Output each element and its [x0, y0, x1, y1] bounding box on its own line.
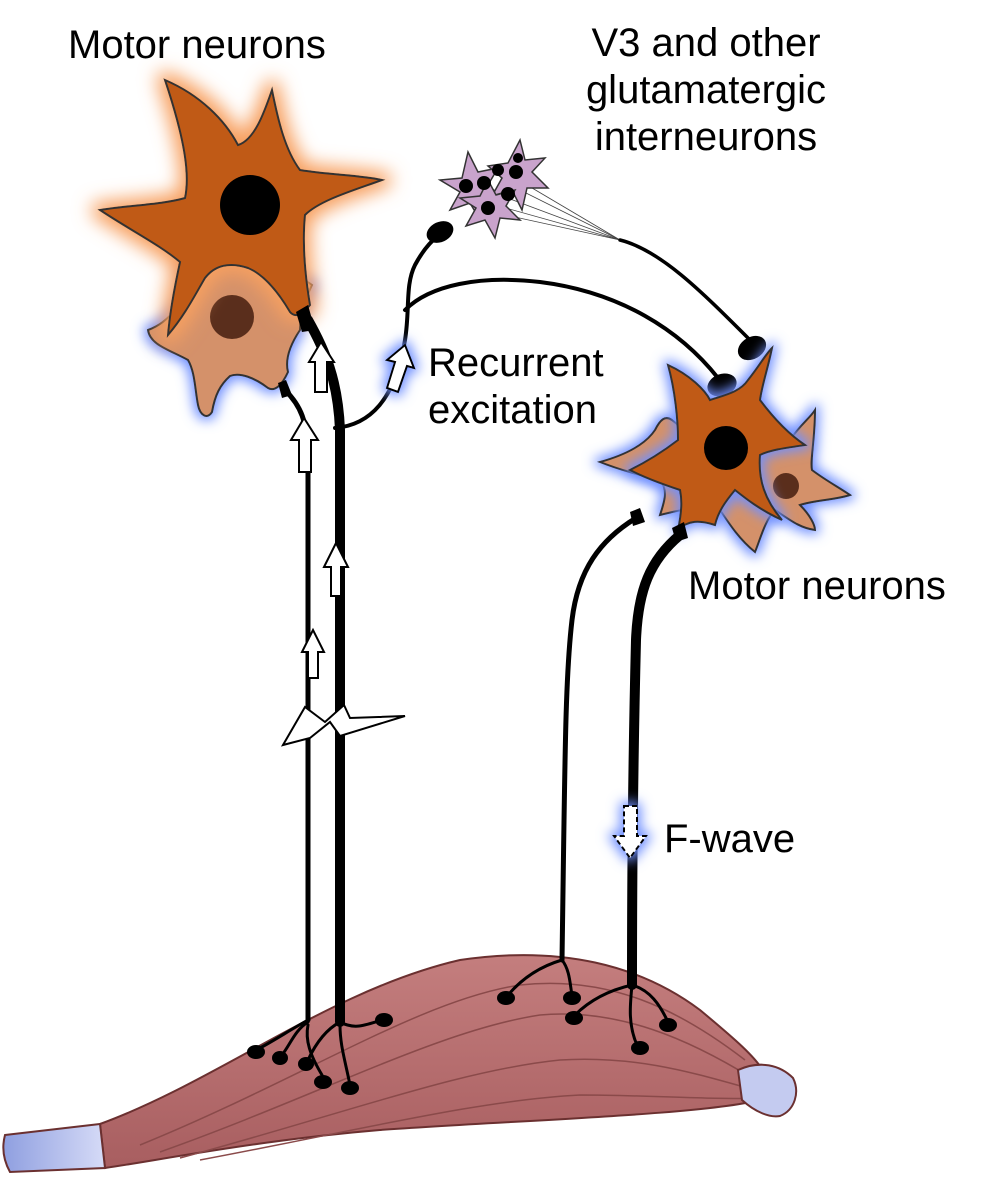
label-interneurons-line3: interneurons — [594, 115, 818, 160]
label-interneurons: V3 and other glutamatergic interneurons — [546, 20, 866, 162]
arrow-up-icon — [289, 416, 320, 473]
label-motor-neurons-top: Motor neurons — [68, 23, 326, 67]
f-wave-arrow-icon — [612, 805, 648, 860]
arrow-up-icon — [300, 627, 326, 679]
synapse-collateral-interneuron — [426, 221, 454, 243]
label-motor-neurons-right: Motor neurons — [688, 564, 946, 608]
right-terminals — [506, 958, 670, 1047]
label-recurrent-line1: Recurrent — [428, 341, 604, 385]
interneuron-projection — [618, 238, 752, 342]
recurrent-arrow-icon — [384, 343, 416, 394]
muscle — [2, 954, 798, 1174]
stimulus-lightning-icon — [280, 703, 406, 747]
tendon-left — [2, 1122, 107, 1174]
right-axons — [559, 515, 685, 990]
axon-right-thick — [627, 530, 685, 990]
synapse-interneuron-motor — [737, 335, 767, 361]
synapse-collateral-motor — [707, 373, 737, 397]
motor-neuron-left-front — [97, 78, 386, 339]
interneurons-cluster — [437, 137, 621, 241]
action-potential-arrows-up — [289, 340, 350, 679]
axon-left-thin — [282, 387, 311, 1023]
left-terminal-boutons — [247, 1013, 393, 1095]
label-recurrent-excitation: Recurrent excitation — [428, 340, 604, 434]
tendon-right — [736, 1063, 798, 1118]
motor-neuron-right-front — [627, 344, 808, 534]
label-interneurons-line1: V3 and other — [591, 21, 821, 65]
axon-right-thin — [559, 515, 639, 963]
label-f-wave: F-wave — [664, 817, 796, 861]
label-recurrent-line2: excitation — [428, 388, 597, 433]
recurrent-collateral — [333, 234, 720, 430]
arrow-up-icon — [322, 540, 350, 597]
arrow-up-icon — [307, 340, 336, 393]
muscle-body — [98, 954, 767, 1170]
label-interneurons-line2: glutamatergic — [585, 68, 827, 113]
right-terminal-boutons — [497, 991, 677, 1055]
